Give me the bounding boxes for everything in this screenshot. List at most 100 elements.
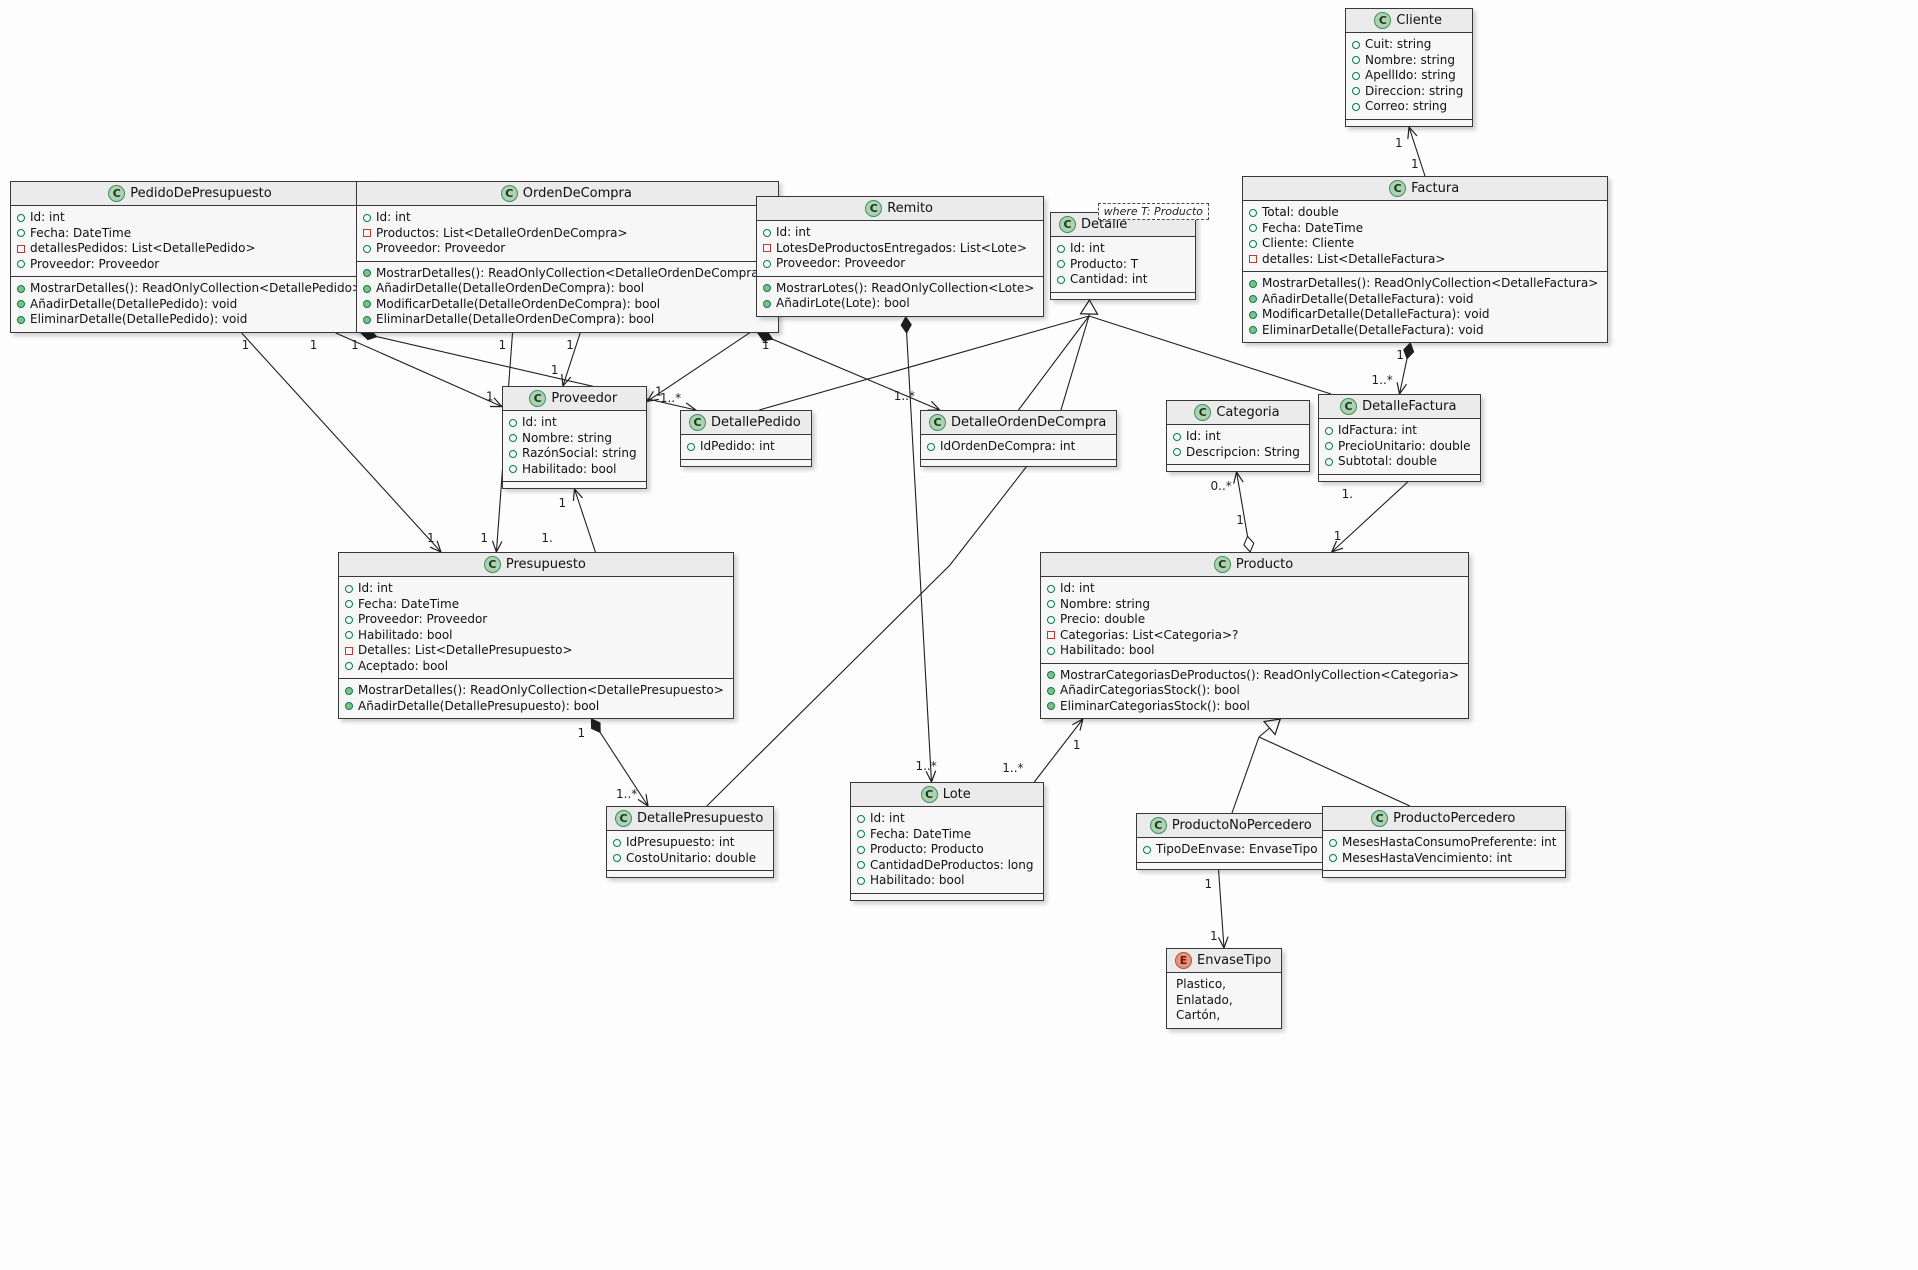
field-row: IdFactura: int [1325, 423, 1471, 439]
class-name: OrdenDeCompra [522, 186, 632, 201]
member-text: Detalles: List<DetallePresupuesto> [358, 643, 573, 657]
method-row: AñadirDetalle(DetalleFactura): void [1249, 292, 1598, 308]
member-text: Cartón, [1176, 1008, 1221, 1022]
field-visibility-icon [857, 845, 865, 854]
field-visibility-icon [509, 418, 517, 427]
member-text: Proveedor: Proveedor [358, 612, 488, 626]
field-row: Aceptado: bool [345, 659, 724, 675]
edge-detalleordendecompra-detalle [1018, 315, 1090, 411]
enum-value-row: Enlatado, [1173, 993, 1272, 1009]
edge-factura-detallefactura: 11..* [1372, 341, 1415, 396]
field-visibility-icon [1325, 457, 1333, 466]
method-row: MostrarCategoriasDeProductos(): ReadOnly… [1047, 668, 1459, 684]
field-visibility-icon [509, 449, 517, 458]
field-row: Id: int [509, 415, 637, 431]
member-text: Proveedor: Proveedor [30, 256, 160, 271]
method-visibility-icon [345, 702, 353, 711]
edge-line [905, 316, 933, 783]
multiplicity-label: 1 [577, 726, 585, 740]
member-text: Proveedor: Proveedor [376, 241, 506, 255]
field-row: Id: int [857, 811, 1034, 827]
method-row: AñadirDetalle(DetallePedido): void [17, 297, 362, 313]
member-text: EliminarCategoriasStock(): bool [1060, 698, 1250, 713]
method-visibility-icon [1249, 326, 1257, 335]
composition-diamond-icon [1403, 341, 1415, 360]
multiplicity-label: 1..* [660, 391, 681, 405]
member-text: Fecha: DateTime [870, 826, 972, 841]
field-row: IdPresupuesto: int [613, 835, 764, 851]
field-row: Proveedor: Proveedor [17, 257, 362, 273]
template-parameter: where T: Producto [1097, 203, 1209, 220]
enum-spot-icon: E [1175, 952, 1192, 969]
method-visibility-icon [363, 284, 371, 293]
multiplicity-label: 1 [1210, 929, 1218, 943]
member-text: AñadirDetalle(DetallePresupuesto): bool [358, 698, 600, 713]
class-spot-icon: C [615, 810, 632, 827]
field-row: Proveedor: Proveedor [763, 256, 1034, 272]
field-visibility-icon [345, 631, 353, 640]
composition-diamond-icon [900, 315, 912, 335]
member-text: Id: int [376, 210, 411, 224]
field-row: Nombre: string [1352, 53, 1463, 69]
member-text: Id: int [776, 225, 811, 239]
methods-compartment: MostrarDetalles(): ReadOnlyCollection<De… [339, 678, 733, 718]
field-visibility-icon [17, 229, 25, 238]
methods-compartment: MostrarCategoriasDeProductos(): ReadOnly… [1041, 662, 1469, 719]
member-text: Subtotal: double [1338, 454, 1438, 468]
field-visibility-icon [1143, 845, 1151, 854]
class-spot-icon: C [689, 414, 706, 431]
method-row: MostrarDetalles(): ReadOnlyCollection<De… [17, 281, 362, 297]
member-text: MostrarDetalles(): ReadOnlyCollection<De… [30, 281, 363, 295]
multiplicity-label: 1 [1205, 877, 1213, 891]
multiplicity-label: 1..* [894, 389, 915, 403]
field-visibility-icon [345, 662, 353, 671]
field-row: Fecha: DateTime [1249, 221, 1598, 237]
field-visibility-icon [1047, 646, 1055, 655]
multiplicity-label: 1 [655, 384, 663, 398]
member-text: Fecha: DateTime [1262, 220, 1364, 235]
methods-compartment [1137, 861, 1327, 869]
member-text: IdOrdenDeCompra: int [940, 439, 1076, 453]
field-visibility-icon [1325, 426, 1333, 435]
multiplicity-label: 1 [1411, 157, 1419, 171]
class-name: Cliente [1396, 13, 1443, 28]
member-text: Total: double [1262, 205, 1339, 219]
field-row: TipoDeEnvase: EnvaseTipo [1143, 842, 1318, 858]
edge-line [335, 332, 503, 408]
class-spot-icon: C [1059, 216, 1076, 233]
enum-values-compartment: Plastico,Enlatado,Cartón, [1167, 973, 1281, 1028]
arrowhead-icon [1072, 717, 1084, 731]
field-row: Total: double [1249, 205, 1598, 221]
field-visibility-icon [1249, 239, 1257, 248]
field-row: Correo: string [1352, 99, 1463, 115]
attributes-compartment: IdPedido: int [681, 435, 811, 459]
class-name: ProductoPercedero [1393, 811, 1516, 826]
class-spot-icon: C [1371, 810, 1389, 827]
edge-productonopercedero-producto [1231, 736, 1260, 814]
methods-compartment [607, 870, 774, 877]
multiplicity-label: 1 [351, 338, 359, 352]
field-visibility-icon [857, 830, 865, 839]
field-visibility-icon [1249, 208, 1257, 217]
methods-compartment [1319, 473, 1480, 481]
private-field-visibility-icon [345, 646, 353, 655]
class-name: Factura [1411, 181, 1460, 196]
methods-compartment [1167, 464, 1309, 471]
